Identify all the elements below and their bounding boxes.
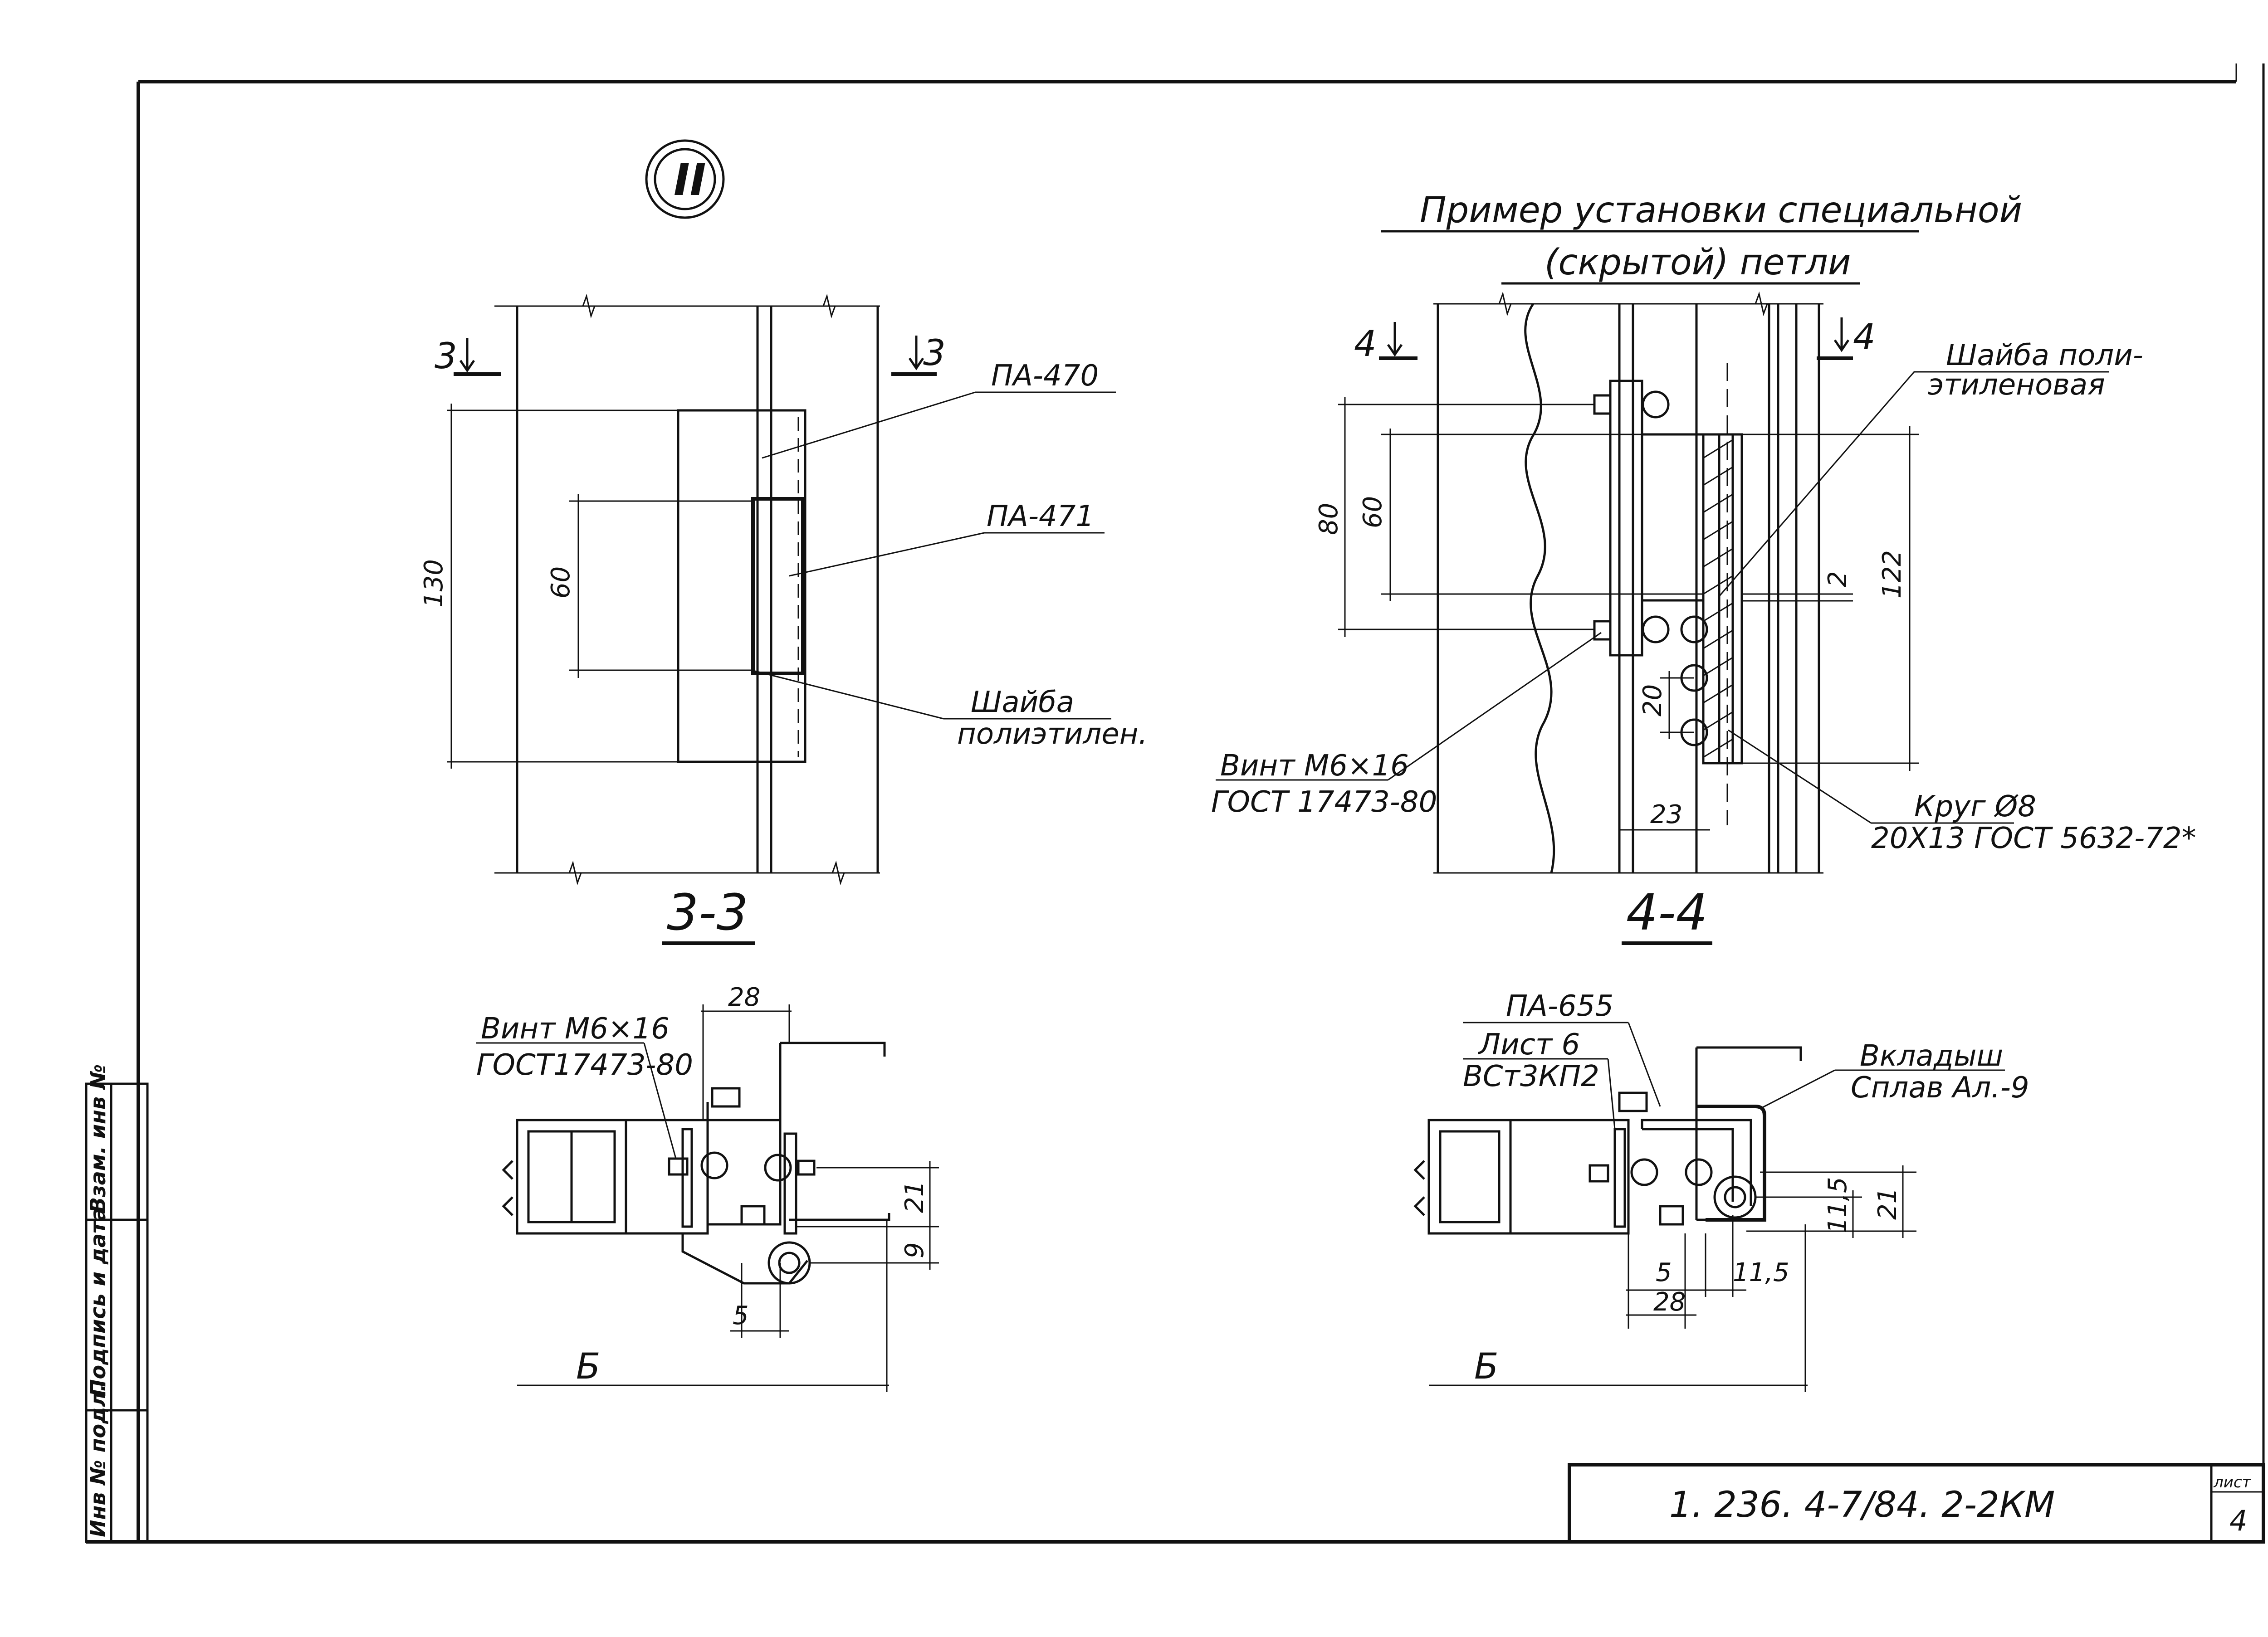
dim-9: 9 [900, 1242, 929, 1258]
dim-20: 20 [1638, 684, 1667, 716]
hinge-body [1641, 433, 1705, 602]
dim-23: 23 [1650, 800, 1682, 829]
label-rod-line1: Круг Ø8 [1914, 790, 2036, 823]
dim-80: 80 [1314, 503, 1344, 535]
label-insert-line1: Вкладыш [1860, 1039, 2003, 1073]
dim-130: 130 [419, 559, 449, 608]
dim-28-b: 28 [1653, 1287, 1686, 1317]
stamp-replace-inv: Взам. инв № [86, 1064, 110, 1213]
dim-2: 2 [1823, 571, 1853, 587]
label-washer-poly-line1: Шайба поли- [1946, 339, 2143, 372]
label-screw-line1: Винт М6×16 [1220, 749, 1409, 783]
dim-11-5-horizontal: 11,5 [1733, 1258, 1789, 1287]
section-title-4-4: 4-4 [1626, 883, 1708, 941]
insert-pa471 [751, 497, 805, 675]
stamp-inv-no: Инв № подл. [86, 1384, 110, 1537]
sheet-label: лист [2213, 1473, 2252, 1491]
sheet-frame [86, 63, 2265, 1544]
hinge-plate [1609, 380, 1643, 657]
dim-122: 122 [1877, 550, 1907, 599]
dim-b-right: Б [1474, 1346, 1499, 1387]
dim-60: 60 [546, 566, 576, 599]
break-line [1524, 303, 1555, 873]
sheet-number: 4 [2229, 1504, 2247, 1537]
dim-21: 21 [900, 1181, 929, 1213]
cut-marker-left: 3 [435, 336, 457, 377]
heading-line1: Пример установки специальной [1420, 190, 2022, 231]
dim-11-5-vertical: 11,5 [1823, 1177, 1853, 1233]
hinge-knuckle [1702, 433, 1743, 765]
screws-4-4 [1593, 390, 1708, 746]
label-pa470: ПА-470 [991, 359, 1099, 393]
label-pa471: ПА-471 [987, 500, 1094, 533]
dim-60-b: 60 [1358, 496, 1388, 528]
section-4-4: Пример установки специальной (скрытой) п… [1211, 190, 2196, 945]
label-screw-b-line2: ГОСТ17473-80 [476, 1048, 693, 1082]
label-pa655: ПА-655 [1506, 989, 1613, 1023]
node-marker: II [645, 139, 725, 219]
node-marker-label: II [674, 155, 706, 205]
label-sheet-line2: ВСт3КП2 [1463, 1060, 1599, 1093]
section-title-3-3: 3-3 [667, 883, 748, 941]
label-insert-line2: Сплав Ал.-9 [1851, 1071, 2029, 1105]
plan-b-left: 28 21 9 5 Б Винт М6×16 ГОСТ17473-80 [476, 983, 939, 1392]
stamp-sign-date: Подпись и дата [86, 1207, 110, 1397]
title-block: 1. 236. 4-7/84. 2-2КМ лист 4 [1568, 1463, 2265, 1544]
dim-5: 5 [733, 1301, 749, 1330]
plate-pa470 [677, 409, 807, 763]
side-stamp: Взам. инв № Подпись и дата Инв № подл. [85, 1064, 149, 1543]
label-washer-poly-line2: этиленовая [1928, 368, 2105, 402]
label-rod-line2: 20Х13 ГОСТ 5632-72* [1871, 822, 2196, 855]
label-screw-line2: ГОСТ 17473-80 [1211, 785, 1437, 819]
label-washer-line2: полиэтилен. [957, 717, 1148, 751]
dim-28: 28 [728, 983, 760, 1012]
doc-code: 1. 236. 4-7/84. 2-2КМ [1669, 1485, 2055, 1525]
section-3-3: 130 60 3 3 ПА-470 ПА-471 Шайба полиэтиле… [419, 293, 1148, 945]
label-screw-b-line1: Винт М6×16 [481, 1012, 670, 1046]
dim-21-b: 21 [1873, 1188, 1902, 1220]
cut-marker-left-4: 4 [1354, 324, 1377, 365]
dim-5-b: 5 [1656, 1258, 1672, 1287]
cut-marker-right-4: 4 [1853, 317, 1876, 358]
label-sheet-line1: Лист 6 [1478, 1028, 1580, 1062]
cut-marker-right: 3 [923, 333, 946, 374]
label-washer-line1: Шайба [971, 686, 1074, 719]
heading-line2: (скрытой) петли [1545, 242, 1851, 283]
plan-b-right: 21 11,5 5 11,5 28 Б ПА-655 Лист 6 ВСт3КП… [1413, 989, 2029, 1392]
dim-b-left: Б [576, 1346, 601, 1387]
